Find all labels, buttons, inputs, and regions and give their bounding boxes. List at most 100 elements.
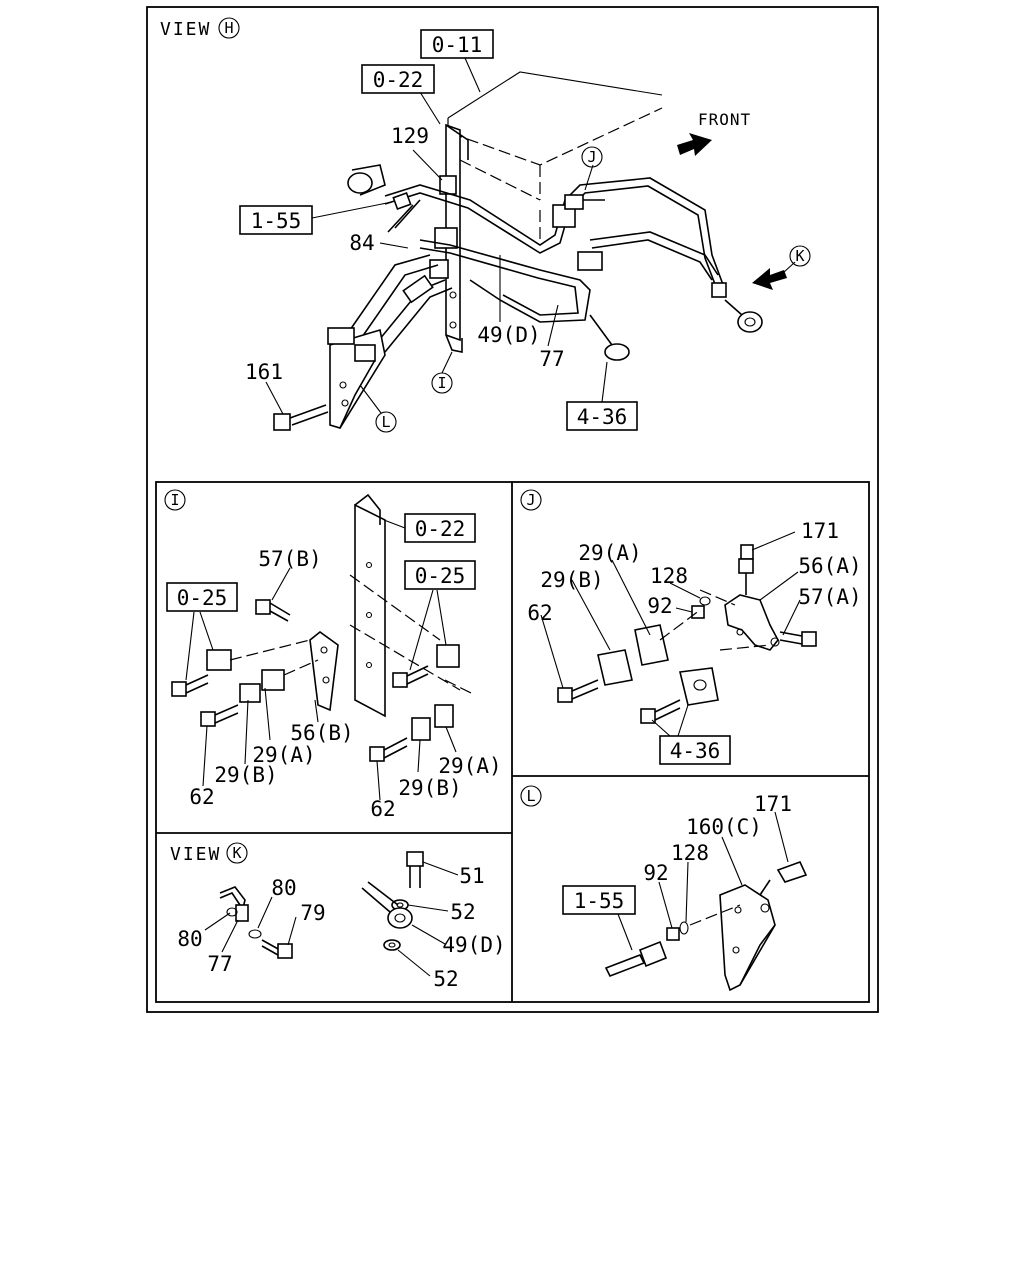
l-label-160c: 160(C): [686, 815, 762, 839]
k-label-52-bottom: 52: [433, 967, 458, 991]
i-bracket-56b: [309, 630, 339, 712]
callout-l: L: [375, 411, 397, 433]
panel-k: VIEW K: [170, 842, 506, 991]
panel-j: J: [520, 489, 862, 765]
l-leaders: [617, 811, 789, 951]
j-bolts: [557, 631, 817, 724]
k-right-assembly: [361, 851, 424, 951]
k-leaders: [204, 861, 459, 977]
leaders-view-h: [265, 57, 796, 415]
svg-text:J: J: [526, 491, 535, 509]
left-valve: [347, 164, 412, 211]
i-box-0-22: 0-22: [404, 513, 476, 543]
l-label-128: 128: [671, 841, 709, 865]
label-49d: 49(D): [477, 323, 540, 347]
view-k-title: VIEW: [170, 844, 221, 865]
svg-text:K: K: [795, 247, 804, 265]
box-1-55: 1-55: [239, 205, 313, 235]
view-h-title: VIEW: [160, 19, 211, 40]
j-label-62: 62: [527, 601, 552, 625]
k-label-77: 77: [207, 952, 232, 976]
i-box-0-25-left: 0-25: [166, 582, 238, 612]
svg-text:0-22: 0-22: [373, 68, 424, 92]
view-h-panel: VIEW H: [160, 17, 811, 433]
i-bolts: [171, 599, 429, 762]
k-label-51: 51: [459, 864, 484, 888]
banjo-fitting: [711, 282, 763, 333]
l-nut-washer: [666, 921, 689, 941]
j-leaders: [540, 531, 801, 737]
i-label-56b: 56(B): [290, 721, 353, 745]
i-leaders: [185, 519, 457, 801]
j-nut-washer: [691, 596, 711, 619]
i-label-62-right: 62: [370, 797, 395, 821]
j-label-92: 92: [647, 594, 672, 618]
svg-text:I: I: [437, 374, 446, 392]
view-k-letter-circle: K: [226, 842, 248, 864]
l-label-171: 171: [754, 792, 792, 816]
callout-k: K: [789, 245, 811, 267]
k-label-80-left: 80: [177, 927, 202, 951]
i-clamps: [206, 644, 460, 741]
svg-text:I: I: [170, 491, 179, 509]
j-label-128: 128: [650, 564, 688, 588]
j-label-29a: 29(A): [578, 541, 641, 565]
front-label: FRONT: [698, 110, 751, 129]
i-dash-guides: [229, 574, 476, 696]
box-0-11: 0-11: [420, 29, 494, 59]
svg-text:4-36: 4-36: [670, 739, 721, 763]
svg-text:K: K: [232, 844, 241, 862]
bracket-clamps: [429, 175, 458, 279]
svg-text:L: L: [526, 787, 535, 805]
label-84: 84: [349, 231, 374, 255]
i-box-0-25-right: 0-25: [404, 560, 476, 590]
k-label-79: 79: [300, 901, 325, 925]
svg-text:1-55: 1-55: [574, 889, 625, 913]
k-label-80-top: 80: [271, 876, 296, 900]
front-arrow-icon: [677, 133, 712, 156]
box-4-36: 4-36: [566, 401, 638, 431]
j-label-56a: 56(A): [798, 554, 861, 578]
l-fitting-1-55: [604, 940, 668, 978]
j-box-4-36: 4-36: [659, 735, 731, 765]
j-bracket-56a: [724, 594, 780, 651]
svg-text:0-22: 0-22: [415, 517, 466, 541]
i-label-62-left: 62: [189, 785, 214, 809]
right-valve: [552, 194, 630, 361]
k-label-49d: 49(D): [442, 933, 505, 957]
svg-text:4-36: 4-36: [577, 405, 628, 429]
callout-j: J: [581, 146, 603, 168]
j-label-29b: 29(B): [540, 568, 603, 592]
j-clamps: [597, 624, 719, 706]
panel-l-letter: L: [520, 785, 542, 807]
k-left-assembly: [219, 886, 293, 959]
j-fitting-171: [738, 544, 754, 595]
label-77: 77: [539, 347, 564, 371]
i-label-29a-right: 29(A): [438, 754, 501, 778]
i-label-29b-right: 29(B): [398, 776, 461, 800]
i-label-29a-left: 29(A): [252, 743, 315, 767]
panel-i: I: [164, 489, 502, 821]
l-label-92: 92: [643, 861, 668, 885]
svg-text:0-25: 0-25: [415, 564, 466, 588]
l-dash-guide: [689, 904, 741, 926]
k-view-arrow-icon: [752, 268, 787, 290]
j-dash-guides: [659, 589, 771, 651]
j-label-57a: 57(A): [798, 585, 861, 609]
svg-text:L: L: [381, 413, 390, 431]
l-fitting-171: [759, 860, 808, 896]
i-label-57b: 57(B): [258, 547, 321, 571]
i-label-29b-left: 29(B): [214, 763, 277, 787]
svg-text:0-25: 0-25: [177, 586, 228, 610]
bolt-161: [273, 404, 329, 431]
panel-j-letter: J: [520, 489, 542, 511]
view-h-letter-circle: H: [218, 17, 240, 39]
box-0-22: 0-22: [361, 64, 435, 94]
panel-i-letter: I: [164, 489, 186, 511]
k-label-52-top: 52: [450, 900, 475, 924]
label-161: 161: [245, 360, 283, 384]
callout-i: I: [431, 372, 453, 394]
svg-text:J: J: [587, 148, 596, 166]
l-bracket-160c: [719, 884, 776, 992]
